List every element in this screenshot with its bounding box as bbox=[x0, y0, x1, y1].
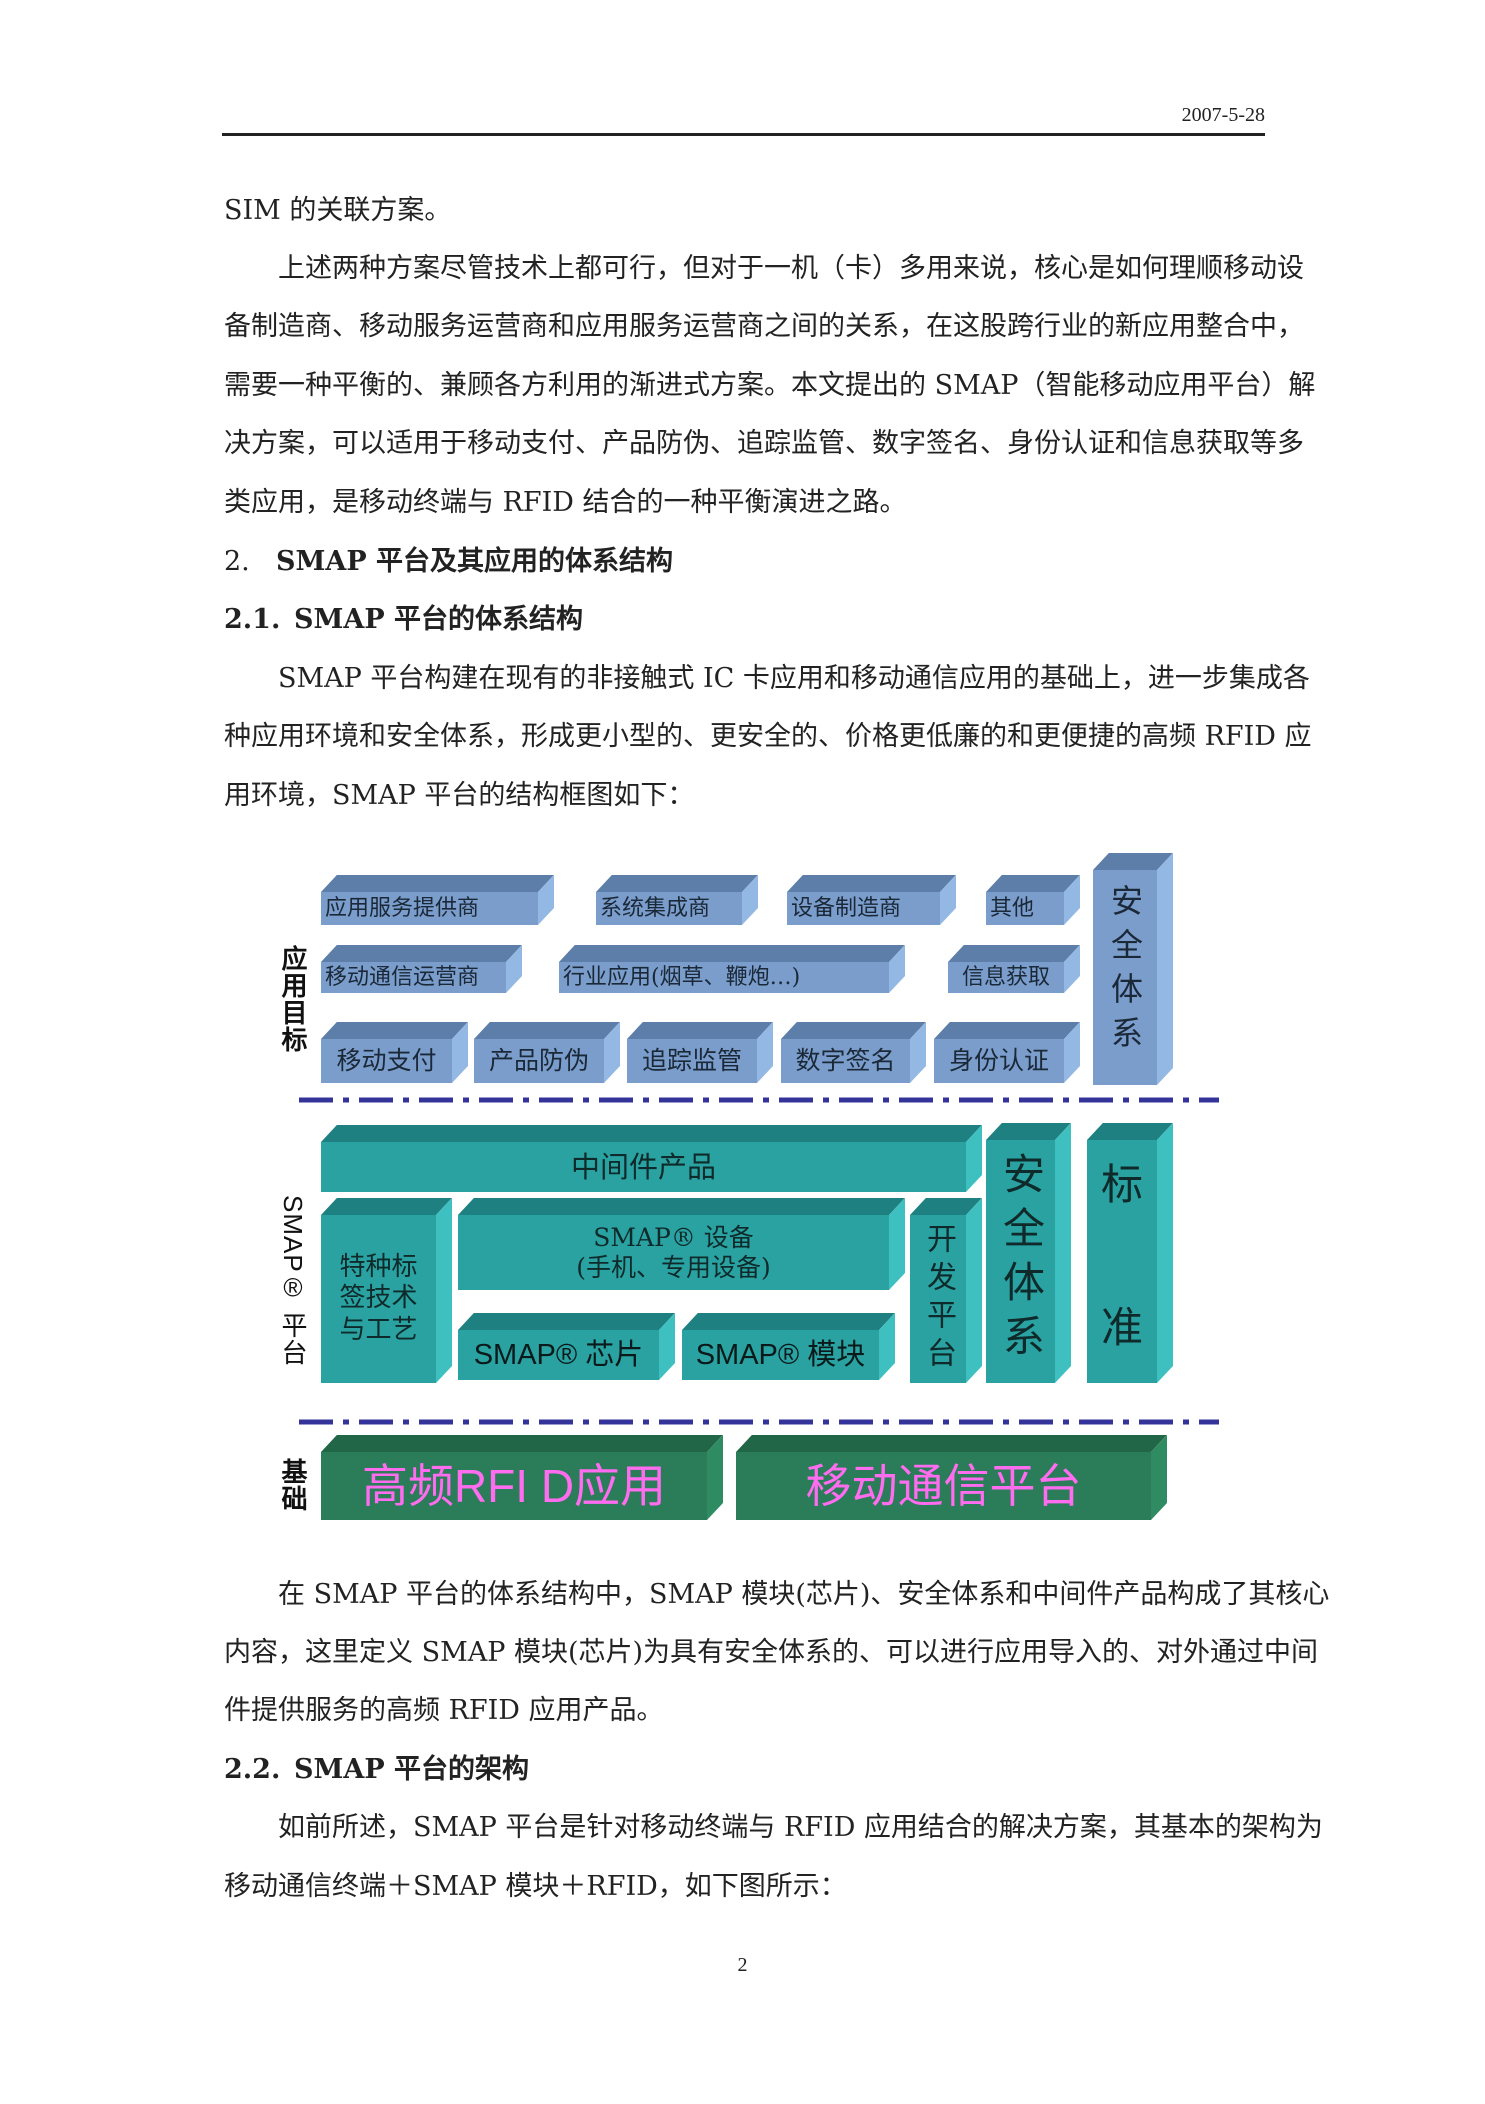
header-rule bbox=[222, 133, 1265, 136]
app-box-identity-auth: 身份认证 bbox=[934, 1039, 1064, 1083]
app-box-service-provider: 应用服务提供商 bbox=[321, 892, 538, 925]
platform-security-column: 安全体系 bbox=[986, 1140, 1055, 1383]
box-label: 特种标签技术与工艺 bbox=[339, 1252, 418, 1345]
box-label: 安全体系 bbox=[996, 1152, 1046, 1368]
app-box-tracking: 追踪监管 bbox=[627, 1039, 757, 1083]
box-label: 信息获取 bbox=[961, 964, 1050, 990]
box-label: 设备制造商 bbox=[791, 895, 902, 921]
paragraph-line: 备制造商、移动服务运营商和应用服务运营商之间的关系，在这股跨行业的新应用整合中， bbox=[224, 311, 1304, 342]
app-box-anti-counterfeit: 产品防伪 bbox=[474, 1039, 604, 1083]
section-number: 2.2. bbox=[224, 1754, 281, 1785]
base-mobile-box: 移动通信平台 bbox=[736, 1452, 1151, 1520]
layer-label-app: 应用目标 bbox=[278, 945, 308, 1053]
paragraph-line: 移动通信终端＋SMAP 模块＋RFID，如下图所示： bbox=[224, 1871, 847, 1902]
paragraph-line: 如前所述，SMAP 平台是针对移动终端与 RFID 应用结合的解决方案，其基本的… bbox=[278, 1812, 1323, 1843]
section-heading-2-1: 2.1. SMAP 平台的体系结构 bbox=[224, 603, 1265, 637]
box-label: 其他 bbox=[990, 895, 1035, 921]
box-label: (手机、专用设备) bbox=[576, 1252, 771, 1282]
paragraph-line: 需要一种平衡的、兼顾各方利用的渐进式方案。本文提出的 SMAP（智能移动应用平台… bbox=[224, 370, 1316, 401]
box-label: 中间件产品 bbox=[570, 1149, 716, 1184]
base-rfid-box: 高频RFI D应用 bbox=[321, 1452, 707, 1520]
box-label: 安全体系 bbox=[1106, 884, 1144, 1060]
paragraph-line: 用环境，SMAP 平台的结构框图如下： bbox=[224, 780, 695, 811]
app-box-other: 其他 bbox=[986, 892, 1064, 925]
section-title: SMAP 平台及其应用的体系结构 bbox=[276, 546, 674, 577]
paragraph-line: 决方案，可以适用于移动支付、产品防伪、追踪监管、数字签名、身份认证和信息获取等多 bbox=[224, 428, 1304, 459]
paragraph-line: SIM 的关联方案。 bbox=[224, 195, 452, 226]
section-title: SMAP 平台的架构 bbox=[294, 1754, 530, 1785]
section-number: 2. bbox=[224, 546, 250, 577]
section-heading-2-2: 2.2. SMAP 平台的架构 bbox=[224, 1753, 1265, 1787]
middleware-box: 中间件产品 bbox=[321, 1142, 966, 1192]
section-number: 2.1. bbox=[224, 604, 281, 635]
standard-column: 标准 bbox=[1087, 1140, 1157, 1383]
app-box-device-maker: 设备制造商 bbox=[787, 892, 940, 925]
box-label: 身份认证 bbox=[948, 1046, 1049, 1075]
box-label: 移动支付 bbox=[336, 1046, 437, 1075]
box-label: 系统集成商 bbox=[600, 895, 711, 921]
paragraph-line: 在 SMAP 平台的体系结构中，SMAP 模块(芯片)、安全体系和中间件产品构成… bbox=[278, 1579, 1330, 1610]
header-date: 2007-5-28 bbox=[1181, 104, 1265, 126]
box-label: 行业应用(烟草、鞭炮…) bbox=[563, 964, 801, 990]
box-label: 数字签名 bbox=[795, 1046, 896, 1075]
smap-module-box: SMAP® 模块 bbox=[682, 1330, 879, 1380]
paragraph-line: 种应用环境和安全体系，形成更小型的、更安全的、价格更低廉的和更便捷的高频 RFI… bbox=[224, 721, 1312, 752]
layer-divider bbox=[299, 1097, 1219, 1103]
app-box-digital-signature: 数字签名 bbox=[781, 1039, 910, 1083]
paragraph-line: 类应用，是移动终端与 RFID 结合的一种平衡演进之路。 bbox=[224, 487, 907, 518]
paragraph-line: 上述两种方案尽管技术上都可行，但对于一机（卡）多用来说，核心是如何理顺移动设 bbox=[278, 253, 1304, 284]
layer-label-platform: SMAP® 平台 bbox=[278, 1195, 308, 1366]
box-label: 移动通信运营商 bbox=[325, 964, 480, 990]
box-label: 追踪监管 bbox=[641, 1046, 742, 1075]
layer-label-base: 基础 bbox=[278, 1458, 308, 1512]
box-label: 标 bbox=[1100, 1160, 1143, 1209]
layer-divider bbox=[299, 1419, 1219, 1425]
paragraph-line: 内容，这里定义 SMAP 模块(芯片)为具有安全体系的、可以进行应用导入的、对外… bbox=[224, 1637, 1319, 1668]
app-box-system-integrator: 系统集成商 bbox=[596, 892, 742, 925]
section-title: SMAP 平台的体系结构 bbox=[294, 604, 584, 635]
box-label: 应用服务提供商 bbox=[325, 895, 480, 921]
paragraph-line: 件提供服务的高频 RFID 应用产品。 bbox=[224, 1695, 664, 1726]
box-label: 移动通信平台 bbox=[805, 1460, 1082, 1512]
box-label: 产品防伪 bbox=[488, 1046, 589, 1075]
box-label: 开发平台 bbox=[921, 1223, 956, 1375]
paragraph-line: SMAP 平台构建在现有的非接触式 IC 卡应用和移动通信应用的基础上，进一步集… bbox=[278, 663, 1310, 694]
box-label: SMAP® 芯片 bbox=[473, 1338, 644, 1371]
page-number: 2 bbox=[737, 1954, 748, 1976]
box-label: SMAP® 设备 bbox=[593, 1222, 754, 1252]
app-box-info-access: 信息获取 bbox=[948, 962, 1064, 993]
special-tag-box: 特种标签技术与工艺 bbox=[321, 1215, 436, 1383]
smap-chip-box: SMAP® 芯片 bbox=[458, 1330, 659, 1380]
smap-device-box: SMAP® 设备(手机、专用设备) bbox=[458, 1215, 889, 1290]
app-box-industry-app: 行业应用(烟草、鞭炮…) bbox=[559, 962, 889, 993]
box-label: SMAP® 模块 bbox=[695, 1338, 866, 1371]
dev-platform-box: 开发平台 bbox=[910, 1215, 966, 1383]
box-label: 准 bbox=[1100, 1302, 1143, 1352]
box-label: 高频RFI D应用 bbox=[361, 1460, 667, 1512]
section-heading-2: 2. SMAP 平台及其应用的体系结构 bbox=[224, 545, 1265, 579]
app-box-mobile-operator: 移动通信运营商 bbox=[321, 962, 506, 993]
app-security-column: 安全体系 bbox=[1093, 870, 1157, 1085]
app-box-mobile-payment: 移动支付 bbox=[321, 1039, 452, 1083]
